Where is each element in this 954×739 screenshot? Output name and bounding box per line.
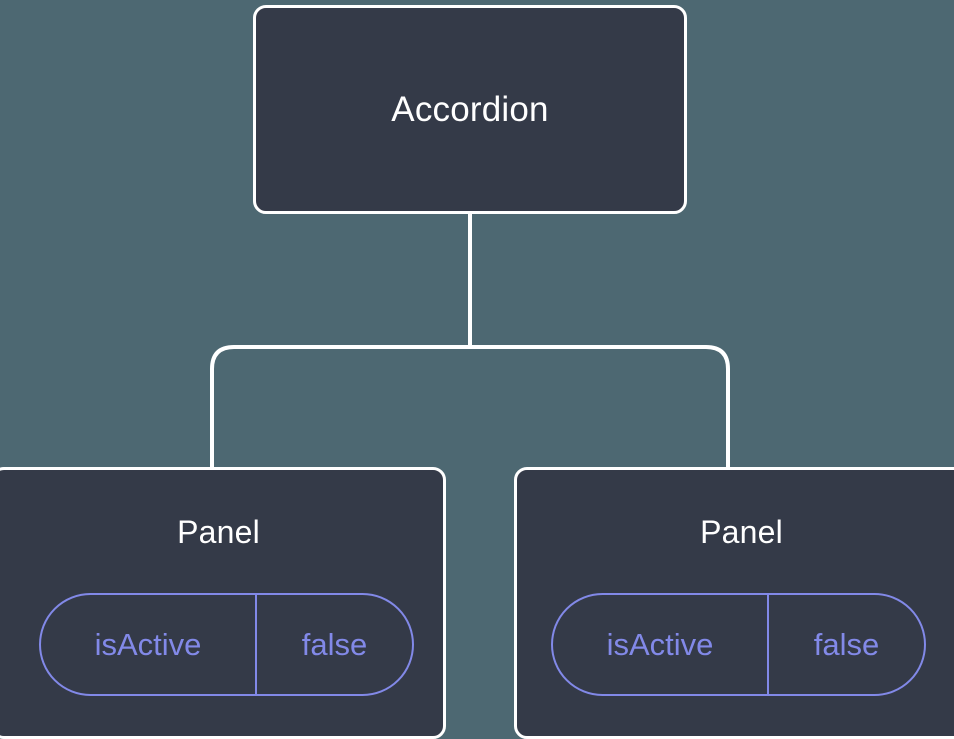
node-panel-2-label: Panel: [700, 514, 783, 550]
node-accordion[interactable]: Accordion: [253, 5, 687, 214]
prop-value-1: false: [255, 595, 412, 694]
connector-branch-right: [470, 345, 730, 469]
node-panel-2[interactable]: Panel isActive false: [514, 467, 954, 739]
prop-key-1: isActive: [94, 627, 202, 662]
prop-key-2: isActive: [606, 627, 714, 662]
prop-pill-isactive-1[interactable]: isActive false: [39, 593, 414, 696]
prop-value-2: false: [767, 595, 924, 694]
prop-pill-isactive-2[interactable]: isActive false: [551, 593, 926, 696]
node-accordion-label: Accordion: [391, 90, 549, 129]
connector-branch-left: [210, 345, 470, 469]
node-panel-1[interactable]: Panel isActive false: [0, 467, 446, 739]
node-panel-1-label: Panel: [177, 514, 260, 550]
